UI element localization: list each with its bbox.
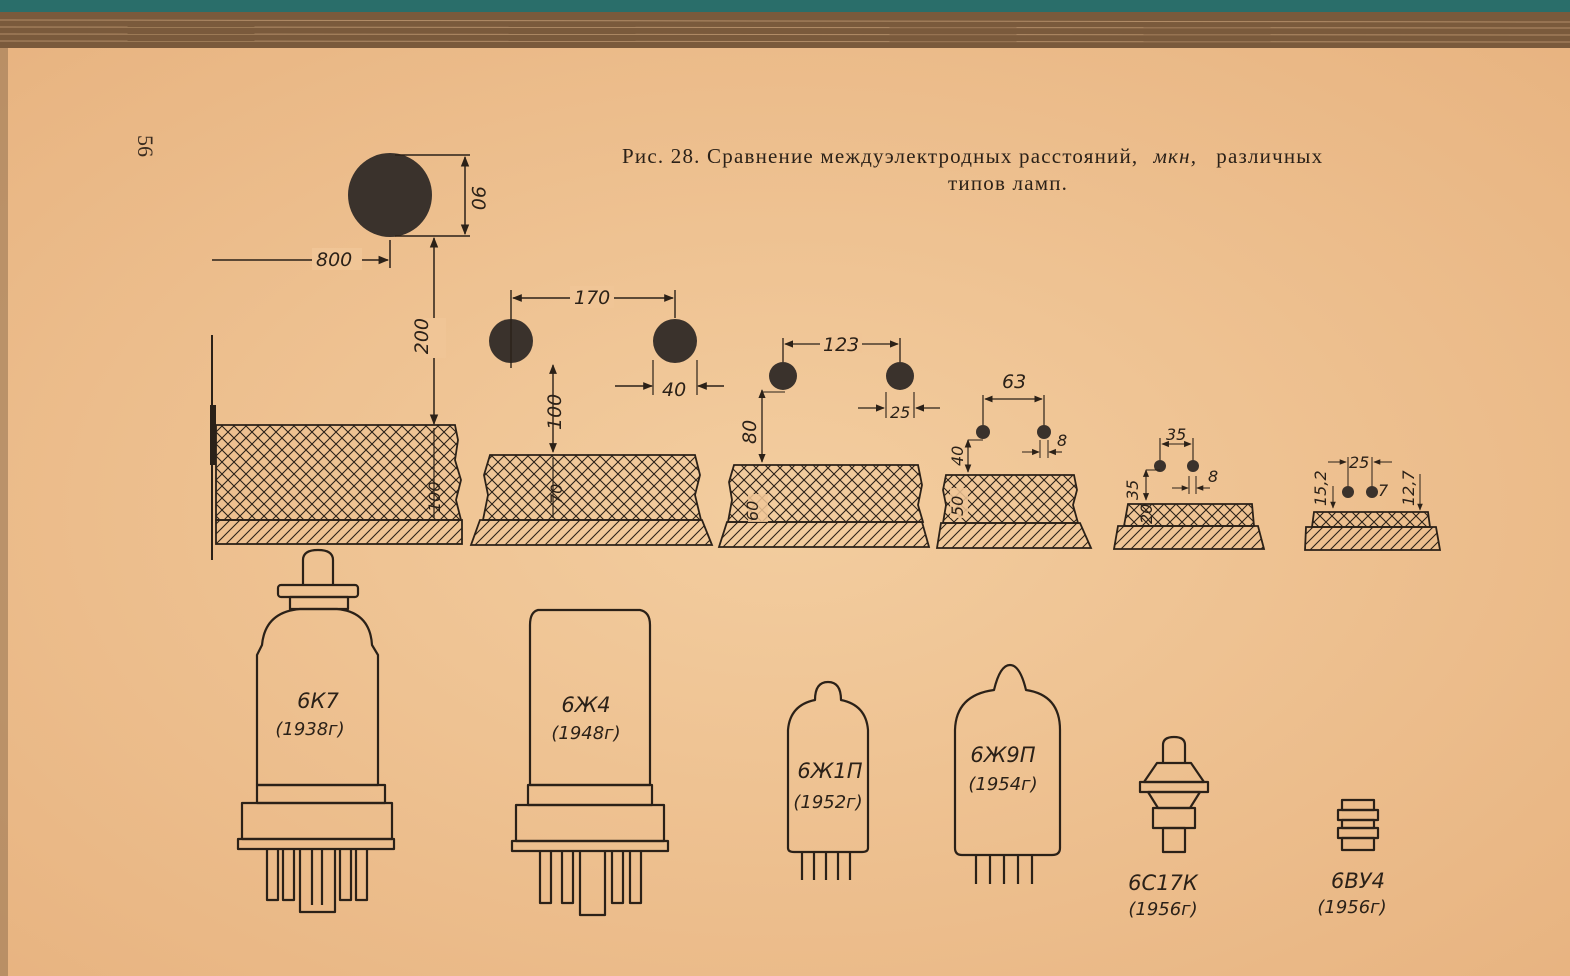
dim-90: 90 bbox=[467, 186, 489, 210]
grid-wire-right-6zh1p bbox=[886, 362, 914, 390]
dim-15-2: 15,2 bbox=[1311, 470, 1330, 506]
tube-6s17k bbox=[1138, 735, 1210, 854]
dim-8-6zh9p: 8 bbox=[1057, 431, 1067, 450]
tube-year-6vu4: (1956г) bbox=[1317, 897, 1386, 918]
grid-wire-right-6s17k bbox=[1187, 460, 1199, 472]
cathode-block-6zh1p bbox=[726, 464, 925, 523]
dim-25: 25 bbox=[890, 403, 910, 422]
tube-6vu4 bbox=[1336, 798, 1380, 852]
tube-year-6zh9p: (1954г) bbox=[968, 774, 1037, 795]
grid-wire-left-6zh9p bbox=[976, 425, 990, 439]
tube-6k7 bbox=[236, 548, 396, 914]
tube-name-6zh1p: 6Ж1П bbox=[797, 759, 862, 783]
tube-year-6zh4: (1948г) bbox=[551, 723, 620, 744]
dim-35-pitch: 35 bbox=[1166, 425, 1186, 444]
tube-name-6zh4: 6Ж4 bbox=[561, 693, 610, 717]
diagram-6zh4: 170 40 100 70 bbox=[469, 286, 724, 546]
tube-name-6zh9p: 6Ж9П bbox=[970, 743, 1035, 767]
dim-100: 100 bbox=[544, 394, 566, 430]
dim-40: 40 bbox=[662, 379, 686, 401]
base-block-6s17k bbox=[1112, 525, 1266, 550]
cover-edge bbox=[0, 0, 1570, 14]
grid-wire-6k7 bbox=[348, 153, 432, 237]
base-block-6zh4 bbox=[469, 519, 714, 546]
tube-6zh9p bbox=[953, 663, 1062, 884]
grid-wire-left-6vu4 bbox=[1342, 486, 1354, 498]
page-stack-lines bbox=[0, 19, 1570, 43]
dim-800: 800 bbox=[316, 249, 352, 271]
base-block-6vu4 bbox=[1304, 526, 1442, 551]
tube-name-6s17k: 6С17К bbox=[1128, 871, 1199, 895]
base-block-6zh9p bbox=[935, 522, 1093, 549]
dim-63: 63 bbox=[1002, 371, 1026, 393]
dim-123: 123 bbox=[823, 334, 859, 356]
dim-50: 50 bbox=[948, 496, 967, 516]
dim-8-6s17k: 8 bbox=[1208, 467, 1218, 486]
dim-25-6vu4: 25 bbox=[1349, 453, 1369, 472]
grid-wire-right-6vu4 bbox=[1366, 486, 1378, 498]
grid-wire-right-6zh9p bbox=[1037, 425, 1051, 439]
page-number: 56 bbox=[133, 135, 158, 157]
tube-year-6s17k: (1956г) bbox=[1128, 899, 1197, 920]
page-gutter bbox=[0, 48, 8, 976]
dim-20: 20 bbox=[1137, 504, 1156, 524]
dim-80: 80 bbox=[739, 420, 761, 444]
caption-line1-prefix: Рис. 28. Сравнение междуэлектродных расс… bbox=[622, 144, 1138, 168]
tube-6zh4 bbox=[510, 608, 670, 917]
diagram-6zh9p: 63 8 40 50 bbox=[935, 371, 1093, 549]
dim-60: 60 bbox=[743, 501, 762, 521]
page-stack-edge bbox=[0, 12, 1570, 50]
tube-name-6vu4: 6ВУ4 bbox=[1331, 869, 1385, 893]
dim-70: 70 bbox=[547, 484, 566, 504]
dim-35-gap: 35 bbox=[1123, 480, 1142, 500]
tube-6zh1p bbox=[786, 680, 870, 880]
dim-200: 200 bbox=[411, 318, 433, 354]
grid-wire-left-6zh1p bbox=[769, 362, 797, 390]
diagram-6zh1p: 123 25 80 60 bbox=[717, 333, 940, 548]
base-block-6k7 bbox=[215, 519, 463, 545]
diagram-6vu4: 25 7 15,2 12,7 bbox=[1304, 453, 1442, 551]
tube-name-6k7: 6К7 bbox=[297, 689, 339, 713]
caption-unit: мкн, bbox=[1152, 144, 1197, 168]
cathode-block-6zh4 bbox=[481, 454, 703, 521]
tube-labels: 6К7 (1938г) 6Ж4 (1948г) 6Ж1П (1952г) 6Ж9… bbox=[275, 689, 1386, 920]
dim-7: 7 bbox=[1378, 481, 1389, 500]
cathode-block-6vu4 bbox=[1310, 511, 1432, 528]
dim-100-cathode: 100 bbox=[425, 481, 444, 512]
dim-170: 170 bbox=[574, 287, 610, 309]
base-block-6zh1p bbox=[717, 521, 931, 548]
diagram-6s17k: 35 8 35 20 bbox=[1112, 425, 1266, 550]
tube-year-6zh1p: (1952г) bbox=[793, 792, 862, 813]
figure-caption: Рис. 28. Сравнение междуэлектродных расс… bbox=[622, 144, 1323, 195]
svg-text:Рис. 28. Сравнение междуэлектр: Рис. 28. Сравнение междуэлектродных расс… bbox=[622, 144, 1323, 168]
grid-wire-right-6zh4 bbox=[653, 319, 697, 363]
diagram-6k7: 90 800 200 100 bbox=[210, 153, 489, 560]
dim-40: 40 bbox=[948, 446, 967, 466]
dim-12-7: 12,7 bbox=[1399, 470, 1418, 506]
tube-year-6k7: (1938г) bbox=[275, 719, 344, 740]
caption-line1-suffix: различных bbox=[1216, 144, 1323, 168]
caption-line2: типов ламп. bbox=[948, 171, 1068, 195]
grid-wire-left-6s17k bbox=[1154, 460, 1166, 472]
